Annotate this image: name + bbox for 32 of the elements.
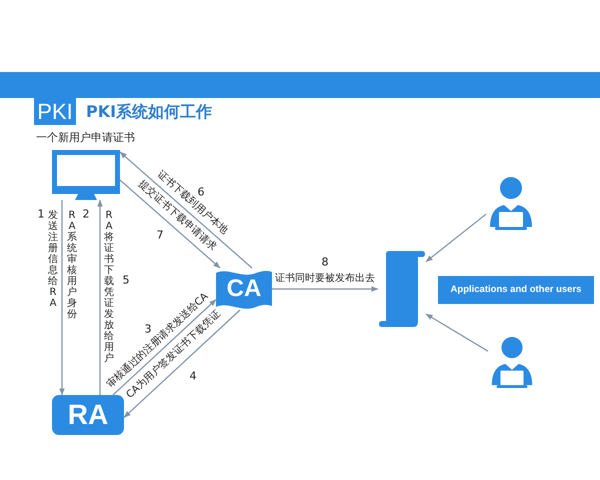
- step-number: 8: [322, 256, 328, 268]
- flag-shape: [216, 268, 272, 310]
- caption-text: 一个新用户申请证书: [36, 131, 135, 144]
- arrow: [97, 200, 103, 395]
- edge-label: 发送注册信息给RA: [48, 210, 58, 309]
- node-label: PKI: [37, 100, 73, 124]
- step-number: 5: [122, 274, 130, 286]
- arrow: [112, 299, 216, 396]
- arrow: [272, 286, 378, 292]
- node-label: RA: [68, 400, 108, 430]
- arrow: [59, 200, 65, 396]
- step-number: 1: [38, 208, 44, 220]
- rounded-box: [52, 395, 124, 435]
- title-text: PKI系统如何工作: [86, 101, 212, 123]
- step-number: 4: [190, 370, 196, 382]
- arrow: [124, 310, 240, 418]
- step-number: 3: [144, 322, 152, 336]
- step-number: 7: [156, 228, 164, 242]
- arrow: [120, 180, 220, 268]
- edge-label: 证书同时要被发布出去: [275, 273, 375, 285]
- label-bar: [438, 276, 594, 304]
- node-label: Applications and other users: [450, 285, 582, 295]
- step-number: 2: [82, 208, 90, 220]
- arrow: [426, 313, 488, 352]
- computer-monitor: [52, 150, 120, 200]
- node-label: CA: [226, 276, 262, 302]
- step-note: RA系统审核用户身份: [67, 210, 77, 320]
- edge-label: RA将证书下载凭证发放给用户: [104, 210, 114, 364]
- step-number: 6: [198, 186, 204, 198]
- arrow: [426, 214, 486, 262]
- arrow: [120, 152, 252, 268]
- scroll-shape: [378, 250, 426, 328]
